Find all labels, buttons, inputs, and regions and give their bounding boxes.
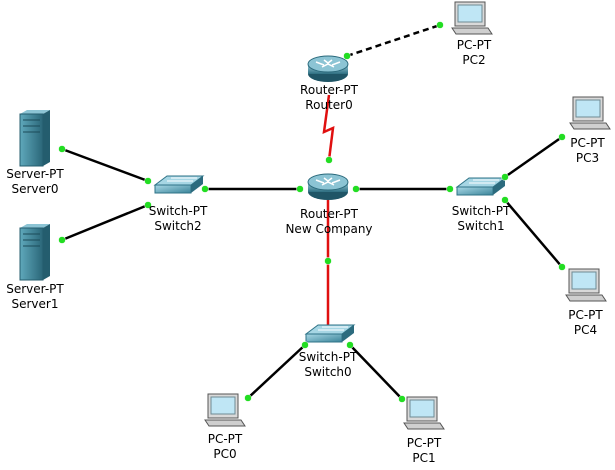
link-switch2-server1[interactable] — [61, 203, 149, 242]
device-type: Switch-PT — [148, 204, 208, 218]
link-light — [301, 341, 309, 349]
switch-icon[interactable] — [153, 175, 205, 194]
device-type: PC-PT — [456, 38, 492, 52]
link-light — [58, 145, 66, 153]
link-light — [558, 263, 566, 271]
label-router-new-company: Router-PT New Company — [279, 207, 379, 237]
device-name: PC2 — [462, 53, 486, 67]
link-light — [58, 236, 66, 244]
device-name: Switch1 — [457, 219, 505, 233]
link-light — [501, 173, 509, 181]
link-light — [558, 133, 566, 141]
link-light — [346, 341, 354, 349]
link-light — [244, 394, 252, 402]
label-pc1: PC-PT PC1 — [394, 436, 454, 466]
device-type: Server-PT — [6, 282, 64, 296]
label-pc0: PC-PT PC0 — [195, 432, 255, 462]
label-switch0: Switch-PT Switch0 — [288, 350, 368, 380]
device-name: PC1 — [412, 451, 436, 465]
link-switch1-pc4[interactable] — [504, 199, 563, 268]
device-type: PC-PT — [207, 432, 243, 446]
label-pc3: PC-PT PC3 — [560, 136, 615, 166]
server-icon[interactable] — [19, 224, 50, 281]
link-light — [436, 21, 444, 29]
switch-icon[interactable] — [304, 324, 356, 343]
device-name: PC3 — [575, 151, 600, 165]
pc-icon[interactable] — [565, 268, 607, 302]
router-icon[interactable] — [307, 173, 349, 200]
link-light — [343, 52, 351, 60]
device-name: Switch0 — [304, 365, 352, 379]
label-pc2: PC-PT PC2 — [444, 38, 504, 68]
link-switch1-pc3[interactable] — [504, 135, 563, 179]
router-icon[interactable] — [307, 55, 349, 82]
device-name: New Company — [285, 222, 373, 236]
label-switch1: Switch-PT Switch1 — [441, 204, 521, 234]
label-router0: Router-PT Router0 — [289, 83, 369, 113]
pc-icon[interactable] — [403, 396, 445, 430]
link-switch2-server0[interactable] — [61, 147, 149, 183]
device-type: Server-PT — [6, 167, 64, 181]
device-type: Switch-PT — [298, 350, 358, 364]
device-type: PC-PT — [568, 308, 603, 322]
device-name: Server1 — [11, 297, 59, 311]
device-name: Switch2 — [154, 219, 202, 233]
link-router0-newcompany-serial[interactable] — [322, 94, 335, 161]
link-light — [296, 185, 304, 193]
device-type: Switch-PT — [451, 204, 511, 218]
link-lights-layer — [58, 21, 566, 403]
switch-icon[interactable] — [455, 177, 507, 196]
device-name: PC4 — [573, 323, 598, 337]
link-light — [352, 185, 360, 193]
link-light — [144, 177, 152, 185]
link-light — [144, 201, 152, 209]
links-layer — [61, 23, 563, 400]
server-icon[interactable] — [19, 110, 50, 167]
link-light — [446, 185, 454, 193]
label-server0: Server-PT Server0 — [0, 167, 70, 197]
device-type: Router-PT — [300, 207, 358, 221]
link-light — [398, 395, 406, 403]
link-router0-pc2[interactable] — [346, 23, 441, 58]
device-name: Router0 — [305, 98, 353, 112]
device-name: Server0 — [11, 182, 59, 196]
label-server1: Server-PT Server1 — [0, 282, 70, 312]
label-pc4: PC-PT PC4 — [556, 308, 615, 338]
pc-icon[interactable] — [569, 96, 611, 130]
link-light — [201, 185, 209, 193]
device-type: Router-PT — [300, 83, 358, 97]
label-switch2: Switch-PT Switch2 — [138, 204, 218, 234]
pc-icon[interactable] — [204, 393, 246, 427]
device-type: PC-PT — [406, 436, 442, 450]
device-type: PC-PT — [570, 136, 605, 150]
link-light — [325, 156, 333, 164]
link-light — [501, 196, 509, 204]
link-switch0-pc0[interactable] — [247, 344, 306, 399]
device-name: PC0 — [213, 447, 237, 461]
link-light — [324, 257, 332, 265]
pc-icon[interactable] — [451, 1, 493, 35]
link-switch0-pc1[interactable] — [349, 344, 403, 400]
